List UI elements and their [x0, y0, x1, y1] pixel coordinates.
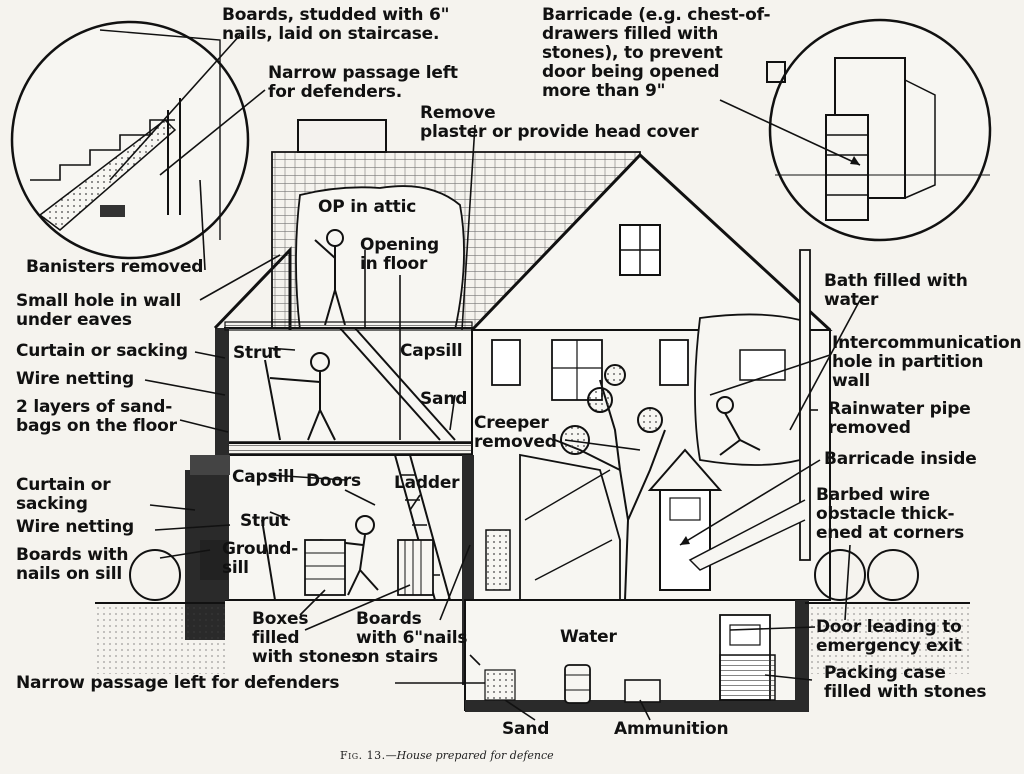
label-capsill-upper: Capsill	[400, 341, 463, 361]
figure-number: Fig. 13.	[340, 749, 386, 762]
ammunition-box	[624, 679, 661, 703]
staircase-inset	[10, 20, 250, 260]
label-ladder: Ladder	[394, 473, 460, 493]
soldier-upper	[269, 352, 336, 441]
figure-description: —House prepared for defence	[385, 749, 554, 762]
label-intercom-hole: Intercommunication hole in partition wal…	[832, 333, 1022, 391]
leader-lines	[109, 34, 861, 721]
barricade-inset	[766, 18, 992, 242]
label-creeper-removed: Creeper removed	[474, 413, 557, 452]
label-wire-netting-lower: Wire netting	[16, 517, 134, 537]
label-bath-filled: Bath filled with water	[824, 271, 968, 310]
water-barrel	[564, 664, 591, 704]
label-wire-netting-upper: Wire netting	[16, 369, 134, 389]
bathroom-cutaway	[694, 313, 801, 466]
label-sandbags: 2 layers of sand- bags on the floor	[16, 397, 177, 436]
label-door-emergency: Door leading to emergency exit	[816, 617, 962, 656]
label-water: Water	[560, 627, 617, 647]
label-doors: Doors	[306, 471, 361, 491]
label-boxes-filled: Boxes filled with stones	[252, 609, 362, 667]
label-boards-stairs: Boards with 6"nails on stairs	[356, 609, 468, 667]
soldier-attic	[314, 229, 346, 326]
label-remove-plaster: Remove plaster or provide head cover	[420, 103, 699, 142]
label-ground-sill: Ground- sill	[222, 539, 299, 578]
label-narrow-passage-top: Narrow passage left for defenders.	[268, 63, 458, 102]
label-barricade-inside: Barricade inside	[824, 449, 977, 469]
label-capsill-lower: Capsill	[232, 467, 295, 487]
label-narrow-passage-bottom: Narrow passage left for defenders	[16, 673, 340, 693]
creeper-tree	[554, 364, 666, 601]
label-boards-staircase: Boards, studded with 6" nails, laid on s…	[222, 5, 450, 44]
label-opening-in-floor: Opening in floor	[360, 235, 439, 274]
label-curtain-sacking-upper: Curtain or sacking	[16, 341, 188, 361]
label-rainwater-pipe: Rainwater pipe removed	[828, 399, 971, 438]
label-banisters-removed: Banisters removed	[26, 257, 204, 277]
label-strut-lower: Strut	[240, 511, 288, 531]
label-sand-bottom: Sand	[502, 719, 550, 739]
label-strut-upper: Strut	[233, 343, 281, 363]
figure-caption: Fig. 13.—House prepared for defence	[340, 749, 700, 762]
label-barricade-chest: Barricade (e.g. chest-of- drawers filled…	[542, 5, 771, 101]
label-boards-nails-sill: Boards with nails on sill	[16, 545, 129, 584]
attic-cutaway	[295, 185, 465, 331]
label-packing-case: Packing case filled with stones	[824, 663, 987, 702]
arrow-heads	[680, 156, 860, 545]
label-barbed-wire: Barbed wire obstacle thick- ened at corn…	[816, 485, 965, 543]
label-ammunition: Ammunition	[614, 719, 729, 739]
label-small-hole: Small hole in wall under eaves	[16, 291, 182, 330]
label-op-in-attic: OP in attic	[318, 197, 417, 217]
soldier-bathroom	[716, 396, 761, 456]
label-sand-upper: Sand	[420, 389, 468, 409]
label-curtain-sacking-lower: Curtain or sacking	[16, 475, 111, 514]
sandbag-floor	[224, 441, 473, 455]
chimney	[297, 119, 387, 153]
